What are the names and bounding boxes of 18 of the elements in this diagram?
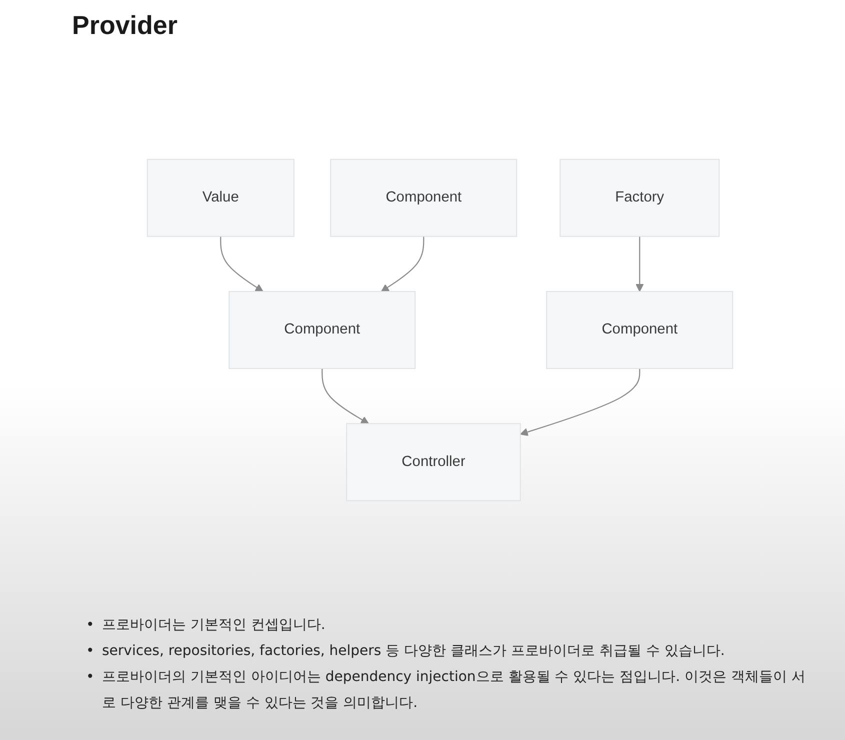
node-box: Component — [330, 158, 518, 237]
note-text: • — [86, 642, 96, 661]
node-box: Controller — [346, 423, 521, 502]
arrow — [636, 236, 644, 292]
node-box: Factory — [560, 158, 720, 237]
title: Provider — [72, 10, 178, 41]
note-text: 프로바이더의 기본적인 아이디어는 dependency injection으로 활용될 수 있다는 점입니다. 이것은 객체들이 서로 다양한 관계를 맺을 수 있다는 것을 의미합니다. — [102, 668, 806, 713]
arrow — [322, 368, 369, 424]
node-box: Component — [228, 291, 416, 369]
note-text: 프로바이더는 기본적인 컨셉입니다. — [102, 616, 326, 635]
node-box: Value — [146, 158, 294, 237]
arrow — [520, 368, 640, 436]
arrow — [380, 236, 424, 292]
note-text: services, repositories, factories, helpers 등 다양한 클래스가 프로바이더로 취급될 수 있습니다. — [102, 642, 726, 661]
node-box: Component — [546, 291, 734, 369]
arrow — [220, 236, 264, 292]
note-text: • — [86, 616, 96, 635]
note-text: • — [86, 668, 96, 687]
